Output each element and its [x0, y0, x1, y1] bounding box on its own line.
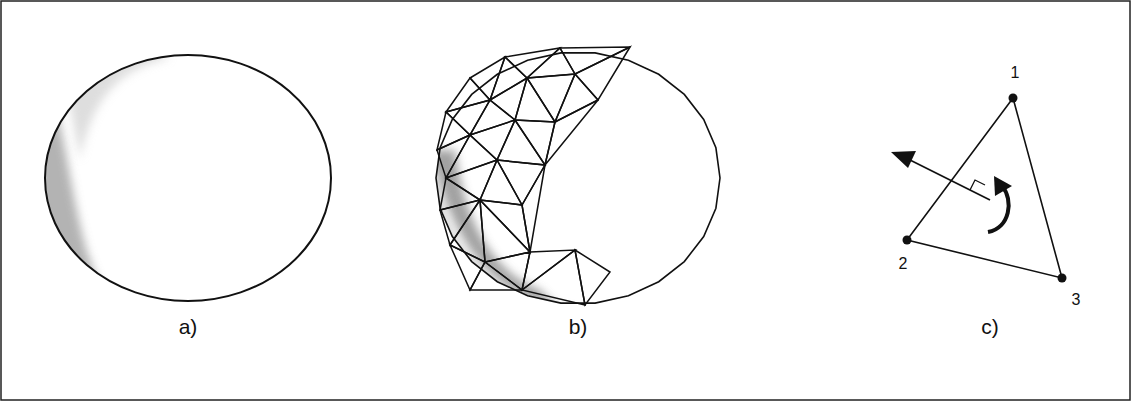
panel-label: b) — [569, 316, 588, 337]
vertex-dot — [903, 236, 912, 245]
sphere-outline — [45, 55, 331, 301]
mesh-facet — [575, 47, 630, 100]
sphere-shading — [40, 45, 170, 300]
mesh-facet — [555, 74, 598, 122]
mesh-facet — [490, 57, 527, 100]
normal-vector — [910, 160, 990, 200]
mesh-facet — [560, 47, 630, 74]
arrowhead — [994, 176, 1012, 196]
vertex-dot — [1009, 94, 1018, 103]
panel-label: a) — [179, 316, 198, 337]
mesh-facet — [515, 78, 555, 122]
mesh-facet — [522, 165, 545, 252]
mesh-facet — [470, 100, 515, 135]
triangle-mesh — [437, 47, 630, 305]
panel-label: c) — [981, 316, 999, 337]
mesh-facet — [497, 120, 545, 165]
mesh-facet — [440, 200, 480, 245]
mesh-facet — [522, 250, 585, 305]
mesh-facet — [446, 135, 497, 178]
vertex-number: 2 — [899, 256, 908, 272]
mesh-facet — [470, 262, 522, 290]
vertex-number: 1 — [1011, 65, 1020, 81]
mesh-facet — [450, 245, 485, 290]
vertex-number: 3 — [1072, 292, 1081, 308]
mesh-facet — [480, 160, 522, 205]
arrowhead — [891, 151, 916, 168]
mesh-facet — [470, 120, 515, 160]
right-angle-mark — [970, 180, 985, 190]
mesh-facet — [545, 100, 598, 165]
mesh-facet — [497, 160, 545, 205]
mesh-facet — [446, 78, 490, 112]
triangle — [907, 98, 1062, 278]
vertex-dot — [1058, 274, 1067, 283]
mesh-facet — [575, 250, 610, 305]
mesh-facet — [515, 120, 555, 165]
